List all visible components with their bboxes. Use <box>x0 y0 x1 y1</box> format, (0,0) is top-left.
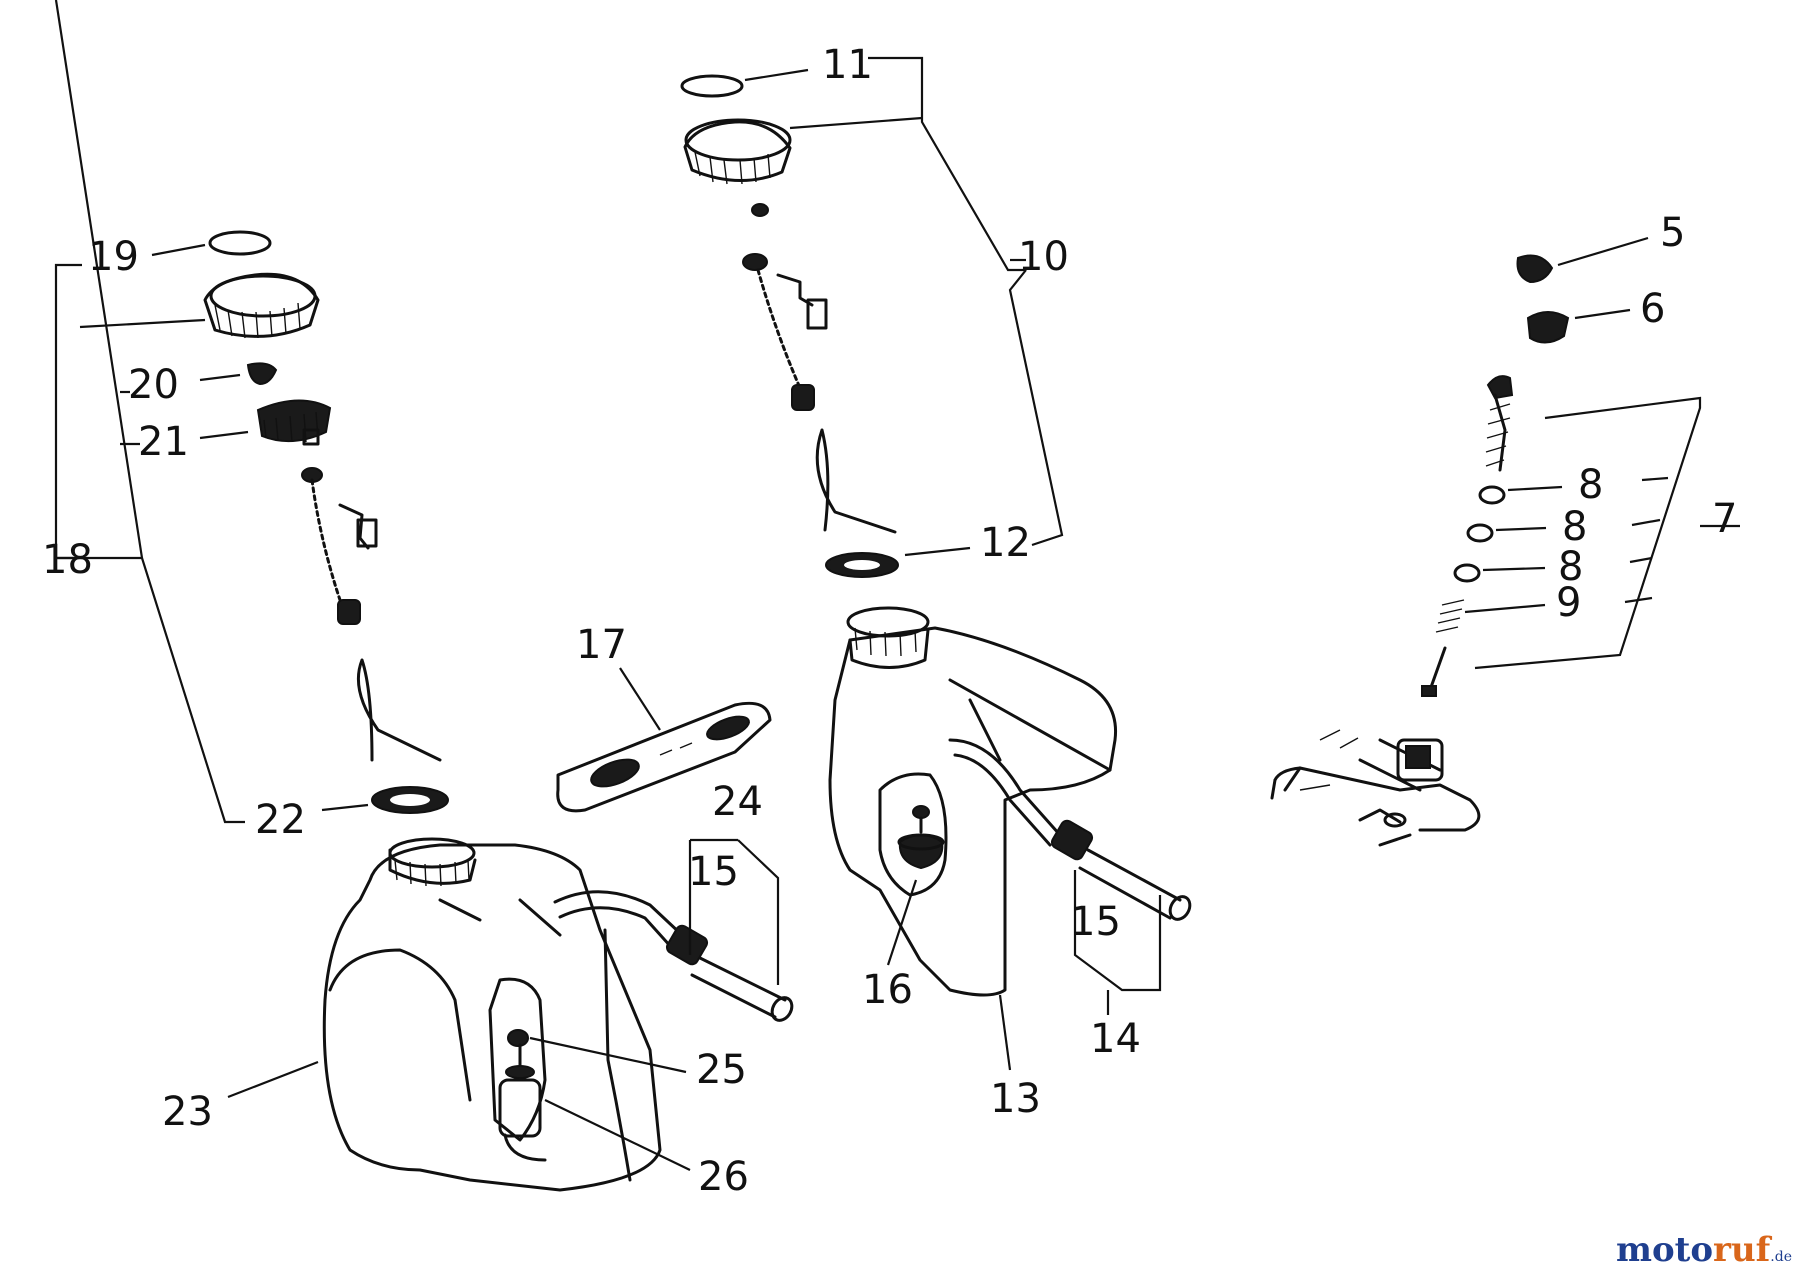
valve-assembly <box>1270 236 1740 847</box>
label-26: 26 <box>698 1154 749 1200</box>
label-8b: 8 <box>1562 504 1587 550</box>
label-8c: 8 <box>1558 544 1583 590</box>
label-15b: 15 <box>1070 899 1121 945</box>
fuel-valve-16 <box>897 805 945 870</box>
screw-5 <box>1516 254 1554 284</box>
valve-stem-7 <box>1485 375 1514 472</box>
label-13: 13 <box>990 1076 1041 1122</box>
o-ring-8b <box>1466 523 1494 543</box>
label-12: 12 <box>980 520 1031 566</box>
watermark-logo: motoruf.de <box>1616 1230 1792 1270</box>
label-20: 20 <box>128 362 179 408</box>
o-ring-19 <box>208 230 272 256</box>
inner-cap-21 <box>256 399 332 446</box>
label-14: 14 <box>1090 1016 1141 1062</box>
label-25: 25 <box>696 1047 747 1093</box>
label-6: 6 <box>1640 286 1665 332</box>
label-16: 16 <box>862 967 913 1013</box>
label-22: 22 <box>255 797 306 843</box>
label-24: 24 <box>712 779 763 825</box>
fuel-hose-left <box>553 890 794 1022</box>
label-23: 23 <box>162 1089 213 1135</box>
label-17: 17 <box>576 622 627 668</box>
watermark-suffix: .de <box>1770 1249 1792 1265</box>
bracket-18-line <box>54 263 245 824</box>
cap-chain-middle <box>742 253 828 411</box>
o-ring-11 <box>680 74 744 98</box>
left-tank-assembly <box>54 0 794 1192</box>
label-9: 9 <box>1556 580 1581 626</box>
fuel-tank-23 <box>322 837 662 1192</box>
watermark-part1: moto <box>1615 1230 1714 1270</box>
label-11: 11 <box>822 42 873 88</box>
o-ring-8c <box>1453 563 1481 583</box>
o-ring-8a <box>1478 485 1506 505</box>
label-10: 10 <box>1018 234 1069 280</box>
label-15a: 15 <box>688 849 739 895</box>
filler-cap-middle <box>683 118 792 185</box>
watermark-part2: ruf <box>1713 1230 1771 1270</box>
fuel-hose-middle <box>948 738 1192 921</box>
fuel-filter-26 <box>498 1029 547 1162</box>
spring-9 <box>1435 599 1465 633</box>
label-8a: 8 <box>1578 462 1603 508</box>
fuel-tank-13 <box>828 606 1118 997</box>
label-7: 7 <box>1712 496 1737 542</box>
tank-bracket-17 <box>556 667 772 813</box>
label-18: 18 <box>42 537 93 583</box>
cap-chain-left <box>301 467 378 625</box>
retaining-clip-left <box>356 658 442 762</box>
label-5: 5 <box>1660 210 1685 256</box>
mounting-frame <box>1270 729 1481 847</box>
label-21: 21 <box>138 419 189 465</box>
label-19: 19 <box>88 234 139 280</box>
retaining-clip-middle <box>815 428 897 534</box>
nut-6 <box>1526 311 1570 344</box>
vent-plug-20 <box>246 362 278 386</box>
filler-cap-left <box>203 272 320 339</box>
middle-tank-assembly <box>680 56 1192 1071</box>
